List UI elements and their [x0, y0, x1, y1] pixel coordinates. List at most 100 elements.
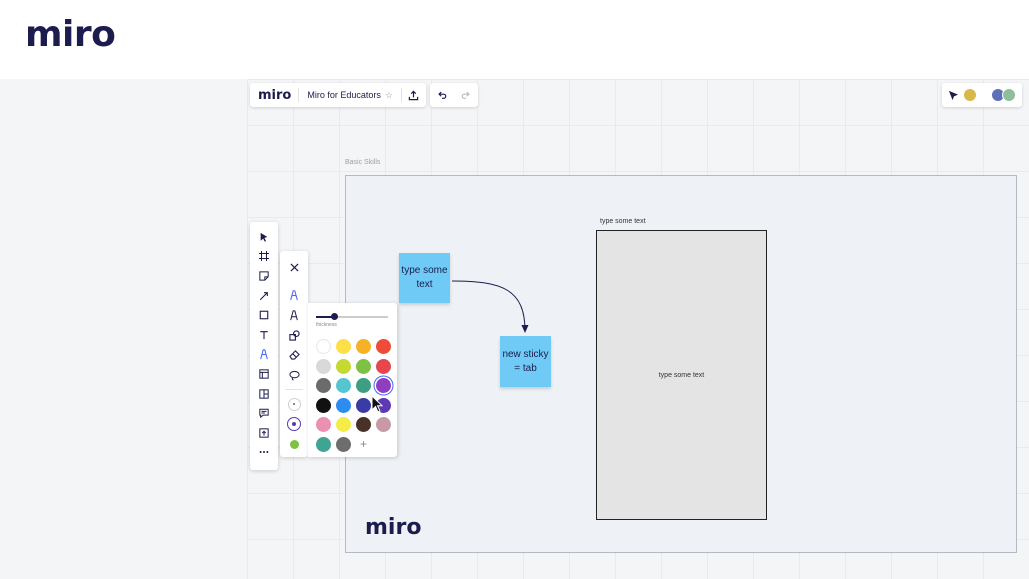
slider-knob[interactable]	[331, 313, 338, 320]
close-pen-button[interactable]	[283, 257, 305, 277]
shape-pen-icon	[288, 329, 300, 341]
avatar[interactable]	[963, 88, 977, 102]
color-swatch[interactable]	[316, 397, 331, 413]
sticky-note-tool[interactable]	[253, 266, 275, 286]
shape-icon	[259, 310, 269, 320]
color-option[interactable]	[283, 434, 305, 454]
undo-redo-bar	[430, 83, 478, 107]
eraser-option[interactable]	[283, 345, 305, 365]
card-tool[interactable]	[253, 384, 275, 404]
frame-tool[interactable]	[253, 247, 275, 267]
color-swatch[interactable]	[336, 397, 351, 413]
color-swatch[interactable]	[316, 417, 331, 433]
avatar[interactable]	[1002, 88, 1016, 102]
eraser-icon	[288, 350, 300, 360]
color-swatch[interactable]	[336, 417, 351, 433]
pen-tool[interactable]	[253, 345, 275, 365]
add-color-button[interactable]: +	[359, 436, 367, 451]
sticky-note-icon	[259, 271, 269, 281]
swatch-grid: +	[314, 337, 394, 455]
undo-icon	[438, 91, 447, 99]
upload-icon	[259, 428, 269, 438]
color-swatch[interactable]	[316, 378, 331, 394]
export-button[interactable]	[402, 83, 426, 107]
main-toolbar	[250, 222, 278, 470]
color-swatch[interactable]	[376, 397, 391, 413]
undo-button[interactable]	[430, 83, 454, 107]
brand-logo[interactable]: miro	[25, 14, 116, 55]
board-canvas[interactable]: miro Miro for Educators ☆	[247, 79, 1029, 579]
color-swatch[interactable]	[336, 358, 351, 374]
upload-tool[interactable]	[253, 423, 275, 443]
color-swatch[interactable]	[376, 378, 391, 394]
thin-dot-icon	[287, 397, 301, 411]
select-icon	[260, 232, 268, 242]
color-swatch[interactable]	[316, 436, 331, 452]
divider	[285, 389, 303, 390]
divider	[400, 88, 402, 102]
template-icon	[259, 369, 269, 379]
pen-icon	[290, 289, 298, 300]
thickness-label: thickness	[316, 322, 337, 328]
collaboration-bar	[942, 83, 1022, 107]
comment-icon	[259, 408, 269, 419]
mouse-cursor-icon	[371, 395, 383, 413]
lasso-option[interactable]	[283, 365, 305, 385]
color-swatch[interactable]	[316, 358, 331, 374]
connection-line-icon	[259, 291, 268, 300]
left-gutter	[0, 79, 247, 579]
shape-label[interactable]: type some text	[600, 218, 646, 225]
sticky-note[interactable]: type some text	[399, 253, 450, 303]
connection-line-tool[interactable]	[253, 286, 275, 306]
color-swatch[interactable]	[356, 358, 371, 374]
top-header: miro	[0, 0, 1029, 79]
redo-icon	[461, 91, 470, 99]
thickness-slider[interactable]	[316, 313, 388, 320]
more-icon	[259, 451, 269, 454]
frame-label[interactable]: Basic Skills	[345, 159, 381, 166]
color-swatch[interactable]	[376, 358, 391, 374]
redo-button[interactable]	[454, 83, 478, 107]
board-title[interactable]: Miro for Educators	[307, 90, 381, 100]
more-tools-button[interactable]	[253, 443, 275, 463]
pen-icon	[260, 349, 268, 360]
color-swatch[interactable]	[376, 339, 391, 354]
frame-watermark: miro	[365, 515, 422, 540]
star-icon[interactable]: ☆	[384, 89, 393, 100]
color-swatch[interactable]	[336, 436, 351, 452]
lasso-icon	[288, 370, 300, 381]
color-swatch[interactable]	[356, 339, 371, 354]
template-tool[interactable]	[253, 364, 275, 384]
color-swatch[interactable]	[336, 378, 351, 394]
shape-text: type some text	[658, 371, 705, 379]
color-swatch[interactable]	[356, 378, 371, 394]
color-swatch[interactable]	[316, 339, 331, 354]
highlighter-icon	[290, 309, 298, 320]
shape-tool[interactable]	[253, 305, 275, 325]
stroke-thin-option[interactable]	[283, 394, 305, 414]
medium-dot-icon	[287, 417, 301, 431]
board-appbar: miro Miro for Educators ☆	[250, 83, 426, 107]
color-swatch[interactable]	[376, 417, 391, 433]
color-palette: thickness +	[308, 303, 397, 457]
color-swatch[interactable]	[336, 339, 351, 354]
cursor-toggle-button[interactable]	[948, 90, 959, 101]
comment-tool[interactable]	[253, 403, 275, 423]
color-swatch[interactable]	[356, 417, 371, 433]
board-logo[interactable]: miro	[258, 87, 292, 103]
stroke-medium-option[interactable]	[283, 414, 305, 434]
pen-option[interactable]	[283, 285, 305, 305]
select-tool[interactable]	[253, 227, 275, 247]
smart-shape-option[interactable]	[283, 325, 305, 345]
color-swatch[interactable]	[356, 397, 371, 413]
text-icon	[260, 330, 268, 339]
text-tool[interactable]	[253, 325, 275, 345]
rectangle-shape[interactable]: type some text	[596, 230, 767, 520]
sticky-note[interactable]: new sticky = tab	[500, 336, 551, 387]
upload-icon	[409, 90, 419, 100]
pen-tray	[280, 251, 308, 457]
card-icon	[259, 388, 269, 399]
divider	[298, 88, 300, 102]
highlighter-option[interactable]	[283, 305, 305, 325]
